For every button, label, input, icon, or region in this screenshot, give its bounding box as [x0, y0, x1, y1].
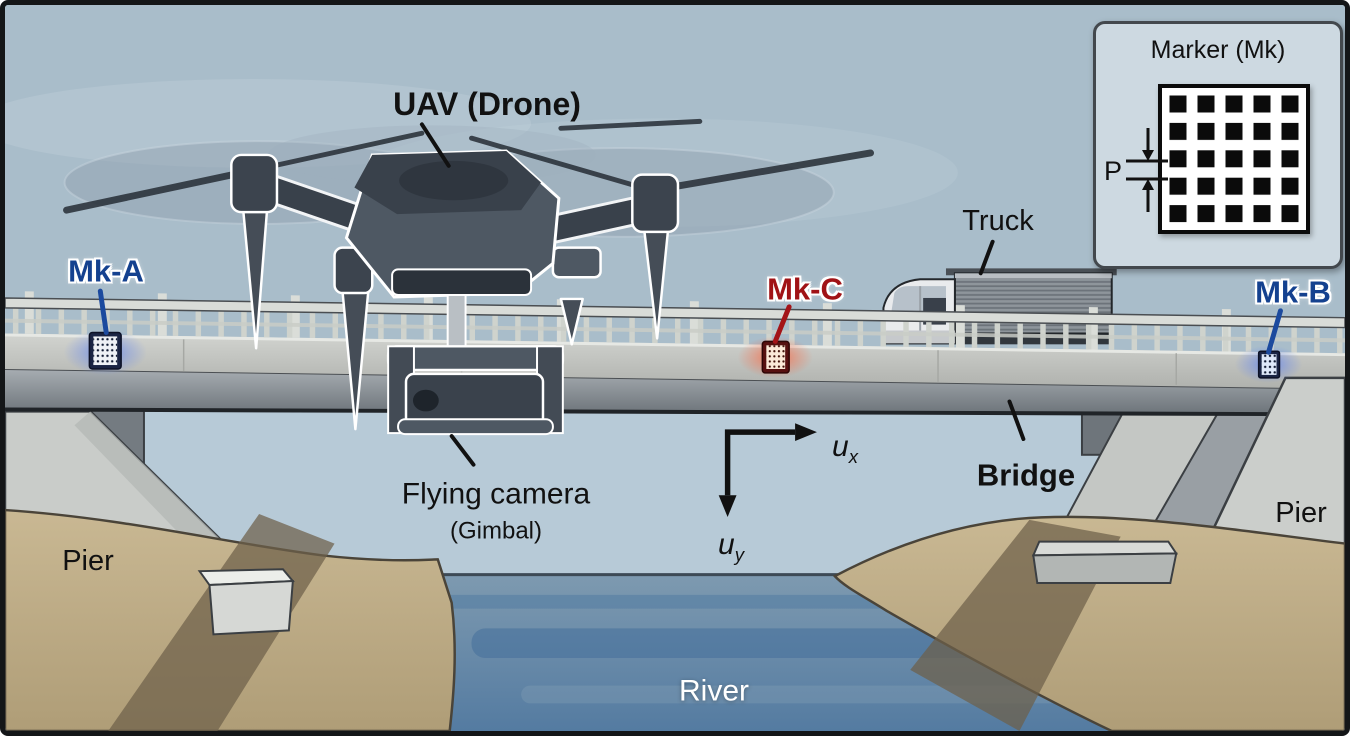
- uav-drone: [63, 118, 875, 436]
- propeller-blades: [63, 118, 875, 214]
- flying-camera-label: Flying camera: [401, 477, 591, 511]
- axis-x-arrowhead: [795, 423, 817, 441]
- mk-a-label: Mk-A: [68, 253, 144, 289]
- pier-footing-left: [197, 568, 295, 636]
- axis-x-subscript: x: [848, 446, 858, 468]
- marker-mk-a: [63, 329, 147, 375]
- axis-u-symbol: u: [832, 430, 849, 464]
- cloud: [5, 78, 531, 168]
- mk-c-pointer: [772, 304, 792, 344]
- inset-title: Marker (Mk): [1150, 36, 1286, 64]
- bridge-parapet: [5, 333, 1345, 389]
- camera-gimbal: [386, 294, 565, 436]
- marker-inset: Marker (Mk) P: [1093, 21, 1343, 269]
- axis-y-arrowhead: [718, 495, 737, 517]
- river-label: River: [678, 674, 750, 708]
- uav-label: UAV (Drone): [393, 86, 581, 123]
- axis-ux-label: ux: [832, 431, 858, 467]
- mk-b-pointer: [1266, 308, 1283, 355]
- pointer-lines: [97, 122, 1283, 467]
- truck-label: Truck: [962, 204, 1034, 237]
- marker-mk-c: [737, 336, 813, 378]
- uav-pointer: [419, 122, 451, 168]
- camera-lens: [412, 389, 439, 412]
- axis-u-symbol: u: [718, 528, 735, 562]
- gimbal-label: (Gimbal): [449, 517, 543, 545]
- mk-a-pointer: [97, 288, 109, 335]
- pier-left-label: Pier: [62, 544, 114, 577]
- coordinate-axes: [718, 423, 817, 517]
- truck-roof-lip: [945, 268, 1117, 276]
- bank-right: [832, 515, 1345, 731]
- flying-camera-pointer: [449, 434, 476, 467]
- mk-c-label: Mk-C: [767, 271, 843, 307]
- pier-right-label: Pier: [1275, 496, 1327, 529]
- axis-y-subscript: y: [734, 544, 744, 566]
- pitch-annotation: [1126, 128, 1168, 212]
- mk-b-label: Mk-B: [1255, 274, 1331, 310]
- axis-uy-label: uy: [718, 529, 744, 565]
- marker-pattern-square: [1158, 84, 1310, 234]
- drone-body: [344, 149, 561, 299]
- bridge-pointer: [1007, 399, 1026, 441]
- marker-grid: [1162, 88, 1306, 230]
- bridge-label: Bridge: [976, 457, 1076, 493]
- pitch-label: P: [1104, 156, 1123, 186]
- pier-footing-right: [1031, 540, 1179, 585]
- bridge-railing: [5, 291, 1345, 354]
- truck-pointer: [978, 239, 995, 276]
